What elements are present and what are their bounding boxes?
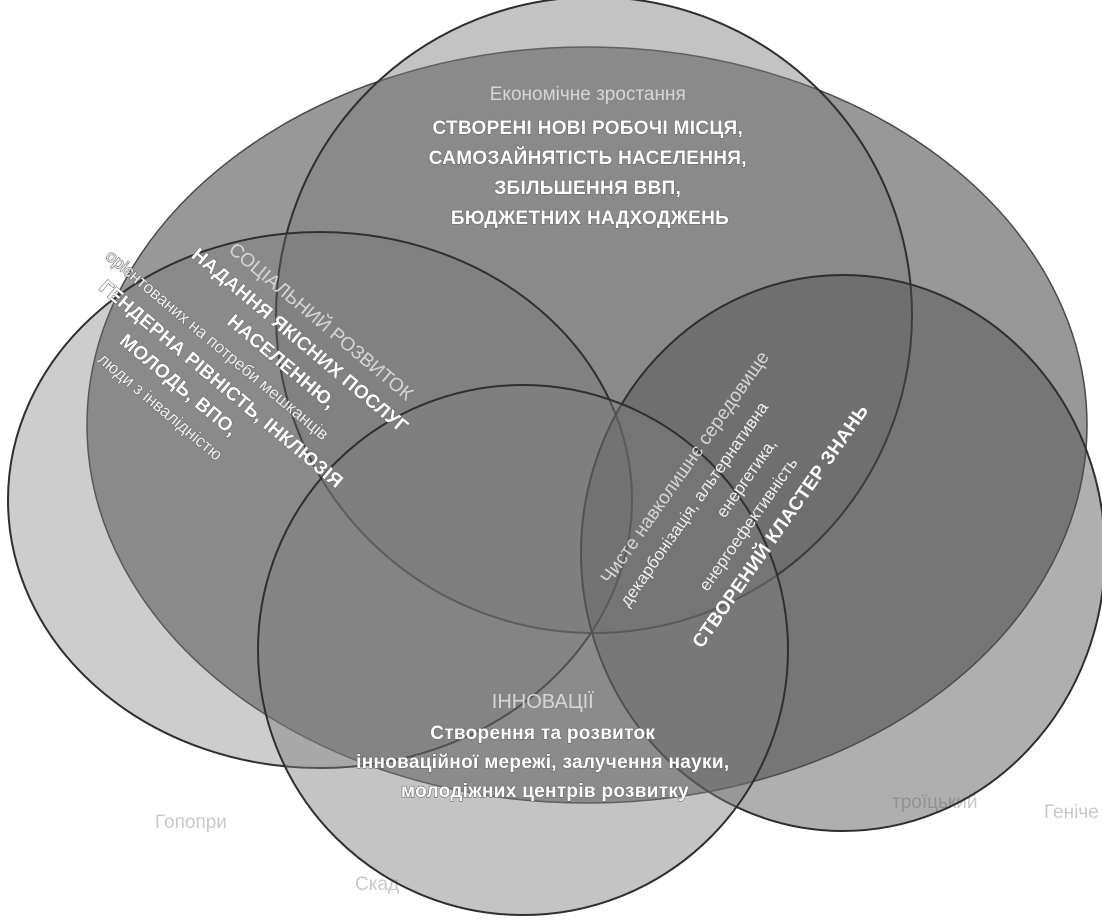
innovation-line: Створення та розвиток (430, 723, 655, 744)
innovation-heading: ІННОВАЦІЇ (492, 691, 594, 713)
economic-heading: Економічне зростання (490, 84, 686, 105)
economic-line: СТВОРЕНІ НОВІ РОБОЧІ МІСЦЯ, (432, 118, 743, 139)
social-circle (7, 231, 633, 769)
innovation-text: ІННОВАЦІЇ Створення та розвиток інноваці… (356, 691, 734, 802)
innovation-circle (257, 384, 789, 916)
map-label-1: Гопопри (155, 812, 227, 833)
map-label-3: Генічe (1044, 802, 1099, 823)
outer-ellipse (86, 46, 1088, 804)
economic-line: ЗБІЛЬШЕННЯ ВВП, (494, 178, 681, 199)
innovation-line: молодіжних центрів розвитку (401, 781, 689, 802)
economic-line: БЮДЖЕТНИХ НАДХОДЖЕНЬ (451, 208, 729, 229)
map-label-4: Скад (355, 874, 399, 895)
economic-line: САМОЗАЙНЯТІСТЬ НАСЕЛЕННЯ, (429, 147, 747, 169)
map-label-2: троїцький (892, 792, 977, 813)
economic-text: Економічне зростання СТВОРЕНІ НОВІ РОБОЧ… (429, 84, 752, 229)
economic-circle (275, 0, 913, 634)
environment-circle (580, 274, 1102, 832)
innovation-line: інноваційної мережі, залучення науки, (356, 752, 729, 773)
